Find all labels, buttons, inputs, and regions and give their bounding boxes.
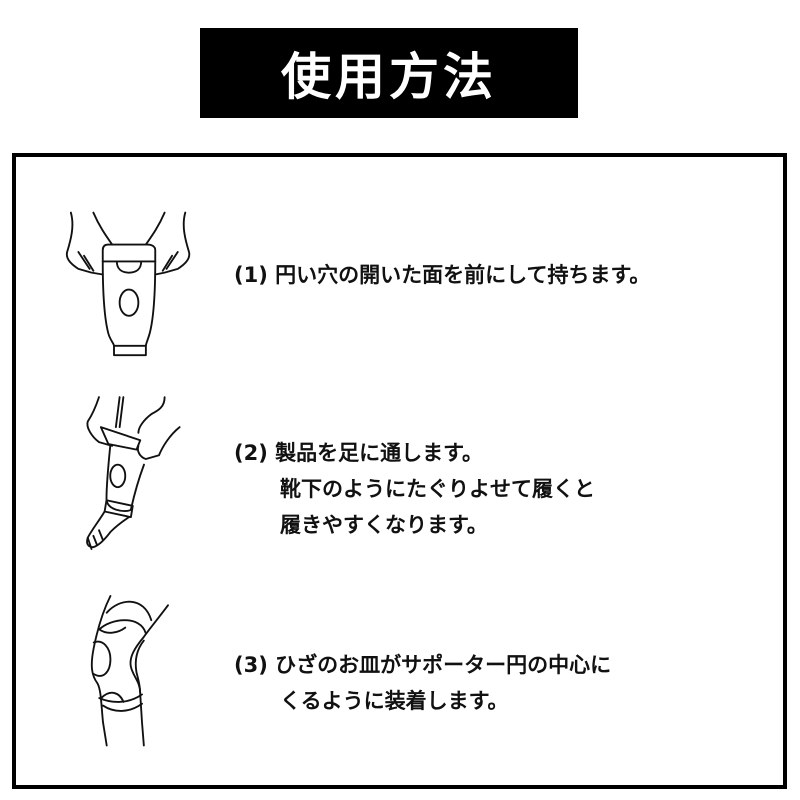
step-3-text: (3) ひざのお皿がサポーター円の中心に くるように装着します。	[234, 647, 611, 719]
step-line: 靴下のようにたぐりよせて履くと	[280, 477, 595, 501]
step-1-text: (1) 円い穴の開いた面を前にして持ちます。	[234, 257, 650, 293]
knee-support-worn-icon	[90, 595, 169, 747]
step-line: 履きやすくなります。	[280, 513, 488, 537]
page-title: 使用方法	[281, 48, 497, 106]
step-number: (1)	[234, 263, 268, 287]
step-number: (3)	[234, 653, 268, 677]
step-line: 製品を足に通します。	[275, 441, 484, 465]
step-line: ひざのお皿がサポーター円の中心に	[275, 653, 612, 677]
step-line: くるように装着します。	[280, 689, 509, 713]
pulling-support-over-foot-icon	[86, 396, 181, 550]
step-2-text: (2) 製品を足に通します。 靴下のようにたぐりよせて履くと 履きやすくなります…	[234, 435, 595, 543]
hands-holding-knee-support-icon	[65, 211, 191, 357]
instructions-frame: (1) 円い穴の開いた面を前にして持ちます。 (2) 製品を足に通します。 靴下…	[12, 153, 787, 789]
title-banner: 使用方法	[200, 28, 578, 118]
step-number: (2)	[234, 441, 268, 465]
step-line: 円い穴の開いた面を前にして持ちます。	[275, 263, 651, 287]
